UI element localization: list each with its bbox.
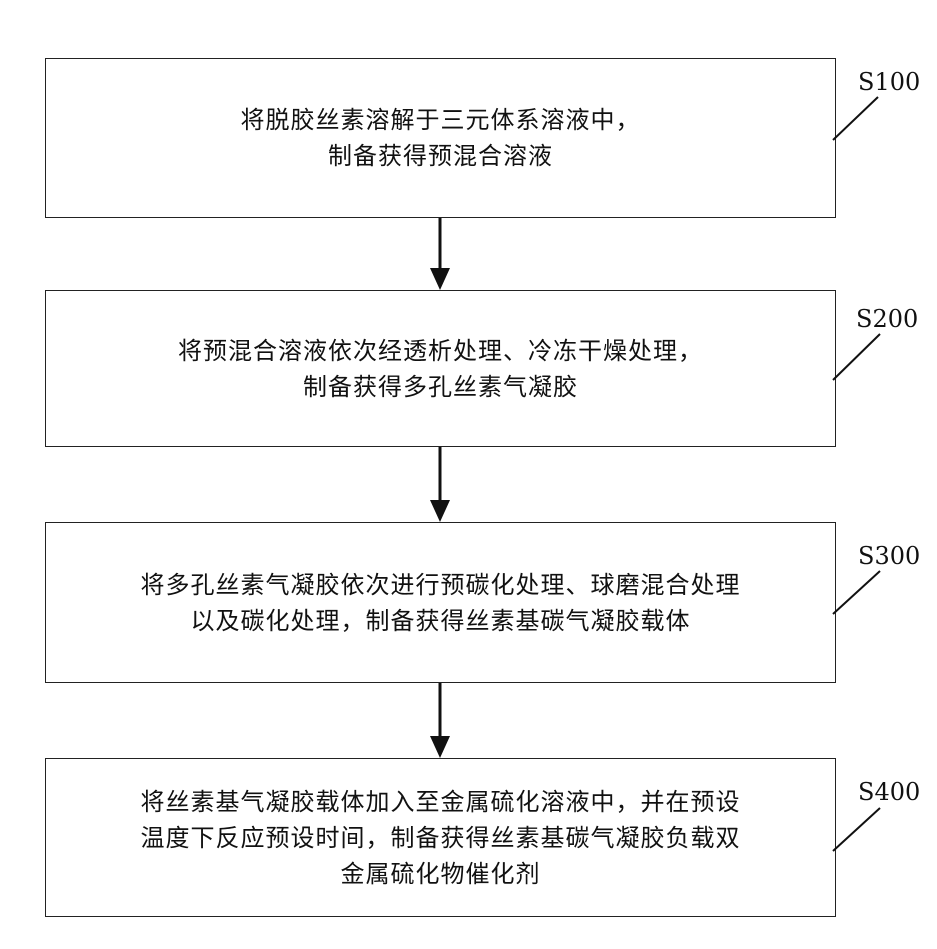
arrow-s300-to-s400 (430, 683, 450, 758)
leader-line-s400 (833, 808, 880, 851)
arrow-s100-to-s200 (430, 218, 450, 290)
step-s400-text-line-1: 将丝素基气凝胶载体加入至金属硫化溶液中，并在预设 (141, 784, 741, 820)
step-box-s400: 将丝素基气凝胶载体加入至金属硫化溶液中，并在预设 温度下反应预设时间，制备获得丝… (45, 758, 836, 917)
step-label-s200: S200 (856, 305, 918, 333)
leader-line-s200 (833, 334, 880, 380)
step-label-s300: S300 (858, 542, 920, 570)
leader-line-s300 (833, 571, 880, 614)
step-s400-text-line-2: 温度下反应预设时间，制备获得丝素基碳气凝胶负载双 (141, 820, 741, 856)
arrow-s200-to-s300 (430, 447, 450, 522)
step-s200-text-line-1: 将预混合溶液依次经透析处理、冷冻干燥处理， (178, 333, 703, 369)
step-box-s100: 将脱胶丝素溶解于三元体系溶液中， 制备获得预混合溶液 (45, 58, 836, 218)
step-label-s100: S100 (858, 68, 920, 96)
step-s100-text-line-2: 制备获得预混合溶液 (328, 138, 553, 174)
step-s300-text-line-1: 将多孔丝素气凝胶依次进行预碳化处理、球磨混合处理 (141, 567, 741, 603)
step-s400-text-line-3: 金属硫化物催化剂 (341, 856, 541, 892)
step-s100-text-line-1: 将脱胶丝素溶解于三元体系溶液中， (241, 102, 641, 138)
step-box-s300: 将多孔丝素气凝胶依次进行预碳化处理、球磨混合处理 以及碳化处理，制备获得丝素基碳… (45, 522, 836, 683)
step-s300-text-line-2: 以及碳化处理，制备获得丝素基碳气凝胶载体 (191, 603, 691, 639)
step-label-s400: S400 (858, 778, 920, 806)
leader-line-s100 (833, 97, 878, 140)
step-box-s200: 将预混合溶液依次经透析处理、冷冻干燥处理， 制备获得多孔丝素气凝胶 (45, 290, 836, 447)
step-s200-text-line-2: 制备获得多孔丝素气凝胶 (303, 369, 578, 405)
